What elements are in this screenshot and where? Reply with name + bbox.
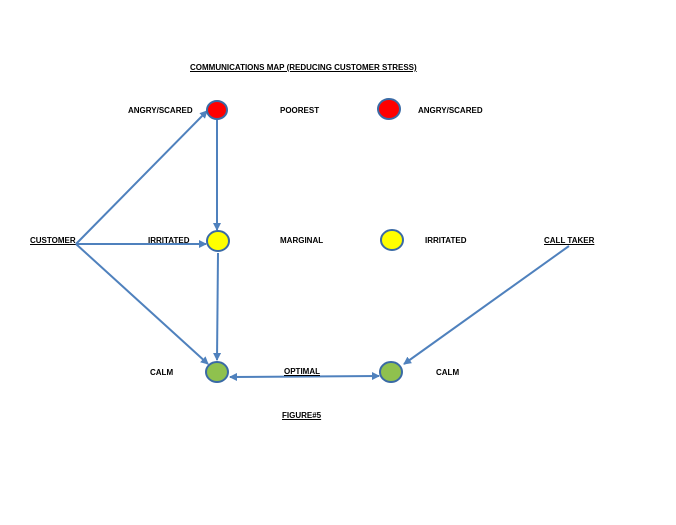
label-right-angry: ANGRY/SCARED [418, 106, 483, 115]
label-left-calm: CALM [150, 368, 174, 377]
arrow-calltaker-to-calm [403, 245, 570, 365]
arrow-calm-to-calm [229, 372, 380, 381]
label-marginal: MARGINAL [280, 236, 324, 245]
node-left-angry [206, 100, 228, 120]
node-right-irritated [380, 229, 404, 251]
label-optimal: OPTIMAL [284, 367, 320, 376]
figure-caption: FIGURE#5 [282, 411, 322, 420]
arrow-customer-to-calm [75, 243, 209, 365]
node-right-angry [377, 98, 401, 120]
node-left-irritated [206, 230, 230, 252]
label-poorest: POOREST [280, 106, 320, 115]
label-left-angry: ANGRY/SCARED [128, 106, 193, 115]
label-call-taker: CALL TAKER [544, 236, 595, 245]
diagram-title: COMMUNICATIONS MAP (REDUCING CUSTOMER ST… [190, 63, 417, 72]
node-left-calm [205, 361, 229, 383]
label-right-calm: CALM [436, 368, 460, 377]
arrow-customer-to-angry [75, 110, 208, 245]
label-left-irritated: IRRITATED [148, 236, 190, 245]
node-right-calm [379, 361, 403, 383]
label-customer: CUSTOMER [30, 236, 76, 245]
arrow-irritated-to-calm [213, 252, 222, 361]
label-right-irritated: IRRITATED [425, 236, 467, 245]
